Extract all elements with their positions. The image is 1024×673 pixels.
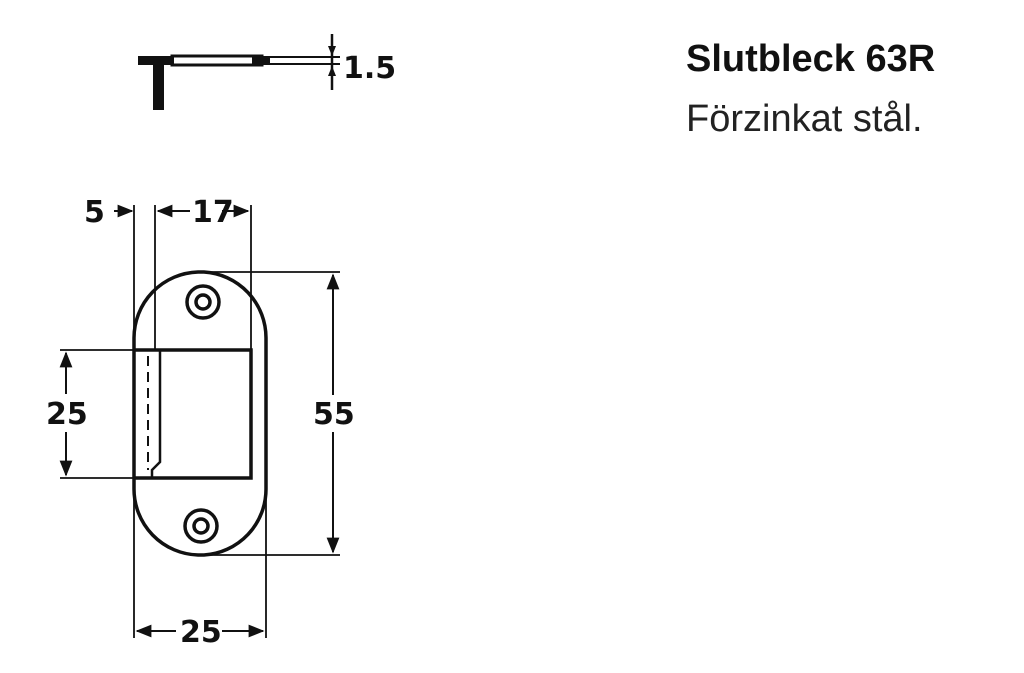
thickness-arrow-bottom xyxy=(328,66,336,76)
latch-opening-lip xyxy=(150,350,162,478)
latch-opening xyxy=(134,348,253,480)
screw-hole-bottom xyxy=(183,508,219,544)
plate-outline xyxy=(132,270,268,557)
dim-label-55: 55 xyxy=(313,397,355,432)
product-title: Slutbleck 63R xyxy=(686,38,936,80)
dim-label-5: 5 xyxy=(84,195,105,230)
dim-label-25-horizontal: 25 xyxy=(180,615,222,650)
product-material: Förzinkat stål. xyxy=(686,98,923,140)
thickness-arrow-top xyxy=(328,46,336,56)
front-view: 5 17 25 55 25 xyxy=(46,195,355,650)
side-view-plate xyxy=(170,54,264,67)
side-view-plate-end xyxy=(252,56,270,65)
dim-label-25-vertical: 25 xyxy=(46,397,88,432)
thickness-label: 1.5 xyxy=(343,51,396,86)
screw-hole-top xyxy=(185,284,221,320)
side-view-stem xyxy=(153,60,164,110)
side-view: 1.5 xyxy=(138,34,396,110)
dim-label-17: 17 xyxy=(192,195,234,230)
